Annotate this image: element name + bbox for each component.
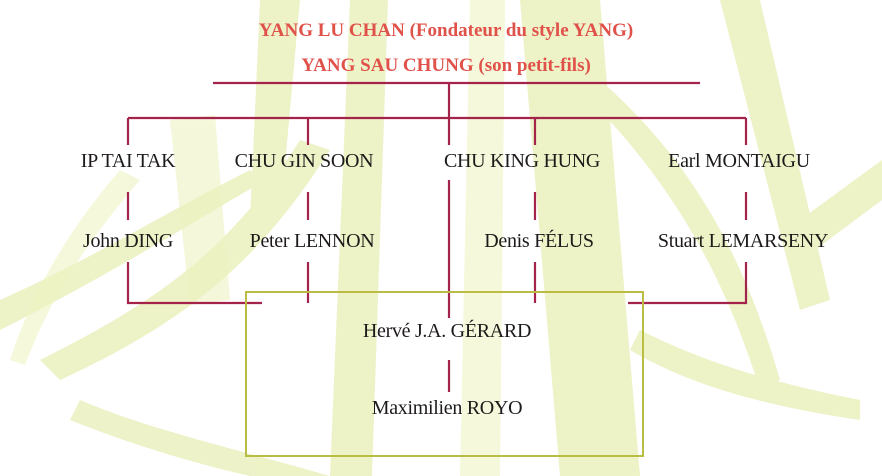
successor-herve-gerard: Hervé J.A. GÉRARD <box>362 320 532 342</box>
student-denis-felus: Denis FÉLUS <box>484 230 594 252</box>
bamboo-stroke <box>800 160 882 250</box>
bamboo-stroke <box>170 115 230 305</box>
link-stuart-herve <box>628 262 748 305</box>
master-ip-tai-tak: IP TAI TAK <box>80 150 176 172</box>
grandson-title: YANG SAU CHUNG (son petit-fils) <box>301 55 591 76</box>
master-chu-gin-soon: CHU GIN SOON <box>234 150 374 172</box>
master-earl-montaigu: Earl MONTAIGU <box>668 150 810 172</box>
bamboo-stroke <box>10 170 140 365</box>
bamboo-stroke <box>630 330 860 420</box>
master-chu-king-hung: CHU KING HUNG <box>443 150 601 172</box>
bamboo-stroke <box>585 80 780 390</box>
successor-maximilien-royo: Maximilien ROYO <box>371 397 523 419</box>
bamboo-stroke <box>250 0 300 220</box>
student-stuart-lemarseny: Stuart LEMARSENY <box>657 230 829 252</box>
bamboo-stroke <box>70 400 330 476</box>
student-john-ding: John DING <box>82 230 174 252</box>
bamboo-stroke <box>720 0 830 310</box>
successors-box <box>245 291 644 457</box>
founder-title: YANG LU CHAN (Fondateur du style YANG) <box>258 20 634 41</box>
student-peter-lennon: Peter LENNON <box>249 230 375 252</box>
link-john-herve <box>126 262 262 305</box>
